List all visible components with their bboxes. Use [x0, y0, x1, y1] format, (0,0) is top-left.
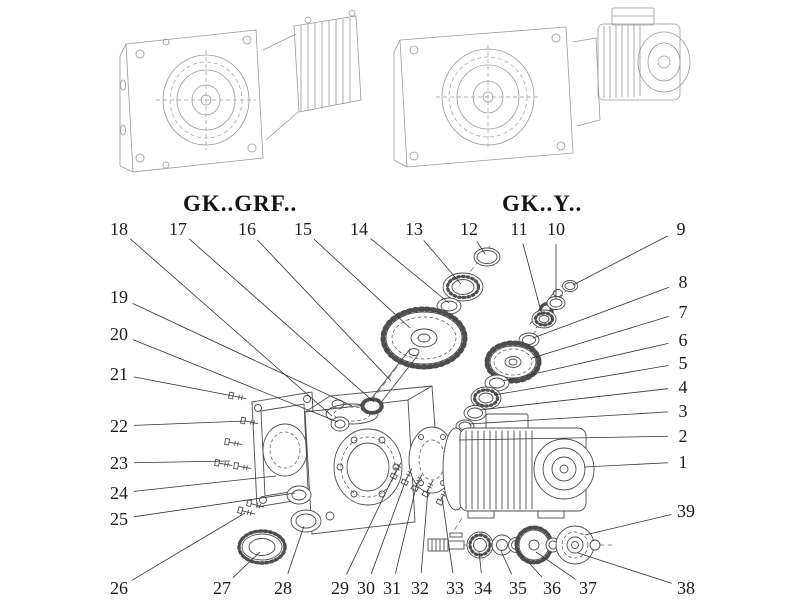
- leader-line-18: [130, 238, 333, 417]
- leader-line-28: [287, 525, 305, 574]
- leader-line-36: [516, 549, 543, 578]
- callout-number-27: 27: [213, 578, 231, 598]
- callout-number-36: 36: [543, 578, 561, 598]
- callout-number-16: 16: [238, 219, 256, 239]
- callout-number-13: 13: [405, 219, 423, 239]
- leader-line-24: [133, 475, 277, 492]
- callout-number-26: 26: [110, 578, 128, 598]
- callout-number-5: 5: [679, 353, 688, 373]
- leader-line-11: [522, 243, 543, 316]
- exploded-assembly: [214, 245, 613, 565]
- callout-number-12: 12: [460, 219, 478, 239]
- part-gear-housing: [304, 385, 439, 535]
- callout-number-4: 4: [679, 377, 688, 397]
- leader-line-5: [493, 365, 669, 396]
- callout-number-2: 2: [679, 426, 688, 446]
- part-cover-cap: [330, 416, 350, 432]
- part-oil-seal: [286, 485, 312, 505]
- callout-number-10: 10: [547, 219, 565, 239]
- callout-number-32: 32: [411, 578, 429, 598]
- leader-line-32: [420, 488, 429, 574]
- callout-number-29: 29: [331, 578, 349, 598]
- callout-number-30: 30: [357, 578, 375, 598]
- leader-line-19: [132, 302, 353, 407]
- callout-number-21: 21: [110, 364, 128, 384]
- callout-number-28: 28: [274, 578, 292, 598]
- leader-line-22: [133, 420, 247, 426]
- leader-line-13: [423, 240, 462, 285]
- leader-line-25: [133, 492, 296, 518]
- callout-number-23: 23: [110, 453, 128, 473]
- reference-drawing-gk-y: [393, 7, 691, 168]
- callout-number-19: 19: [110, 287, 128, 307]
- callout-number-31: 31: [383, 578, 401, 598]
- leader-line-27: [232, 551, 261, 578]
- leader-line-35: [500, 550, 513, 575]
- part-bearing-lower: [470, 386, 502, 410]
- variant-label-gk-grf: GK..GRF..: [183, 191, 298, 216]
- leader-line-33: [441, 496, 454, 574]
- callout-number-1: 1: [679, 452, 688, 472]
- leader-line-37: [535, 551, 576, 580]
- part-electric-motor: [442, 413, 595, 519]
- leader-line-34: [478, 551, 482, 574]
- reference-drawing-gk-grf: [119, 9, 362, 173]
- leader-line-15: [313, 238, 411, 329]
- callout-number-17: 17: [169, 219, 187, 239]
- part-snap-ring-input: [562, 280, 578, 292]
- part-bearing-upper: [442, 272, 484, 302]
- leader-line-12: [476, 241, 486, 255]
- callout-number-24: 24: [110, 483, 128, 503]
- callout-number-20: 20: [110, 324, 128, 344]
- part-ring-gear: [237, 529, 287, 565]
- leader-line-31: [395, 482, 418, 574]
- callout-number-25: 25: [110, 509, 128, 529]
- callout-number-9: 9: [677, 219, 686, 239]
- callout-number-34: 34: [474, 578, 492, 598]
- leader-line-2: [458, 435, 669, 441]
- callout-number-6: 6: [679, 330, 688, 350]
- callout-number-38: 38: [677, 578, 695, 598]
- leader-line-8: [532, 286, 670, 339]
- callout-number-18: 18: [110, 219, 128, 239]
- leader-line-1: [583, 462, 669, 468]
- part-output-gear: [380, 306, 468, 370]
- callout-number-8: 8: [679, 272, 688, 292]
- callout-number-14: 14: [350, 219, 368, 239]
- part-snap-ring-top: [473, 247, 501, 267]
- callout-number-35: 35: [509, 578, 527, 598]
- leader-line-9: [572, 235, 668, 286]
- leader-line-21: [133, 376, 234, 397]
- leader-line-16: [257, 239, 392, 382]
- callout-number-11: 11: [510, 219, 527, 239]
- leader-line-4: [479, 388, 669, 411]
- leader-line-30: [370, 476, 408, 575]
- callout-number-22: 22: [110, 416, 128, 436]
- callout-number-15: 15: [294, 219, 312, 239]
- leader-line-38: [577, 552, 672, 584]
- callout-number-33: 33: [446, 578, 464, 598]
- leader-line-29: [346, 470, 397, 575]
- leader-line-3: [468, 411, 669, 425]
- callout-number-39: 39: [677, 501, 695, 521]
- part-bearing-input: [531, 309, 557, 329]
- callout-number-3: 3: [679, 401, 688, 421]
- callout-number-37: 37: [579, 578, 597, 598]
- part-seal-ring: [290, 509, 322, 533]
- leader-line-7: [531, 315, 669, 359]
- part-output-shaft-assembly: [427, 525, 601, 565]
- leader-line-39: [584, 514, 672, 536]
- leader-line-20: [132, 339, 339, 423]
- leader-line-6: [502, 342, 669, 382]
- leader-line-23: [133, 460, 231, 464]
- leader-line-17: [188, 238, 375, 403]
- variant-label-gk-y: GK..Y..: [502, 191, 583, 216]
- callout-number-7: 7: [679, 302, 688, 322]
- leader-line-26: [131, 512, 246, 581]
- leader-line-14: [370, 238, 450, 304]
- part-retaining-ring: [463, 405, 487, 421]
- part-intermediate-gear: [484, 340, 542, 384]
